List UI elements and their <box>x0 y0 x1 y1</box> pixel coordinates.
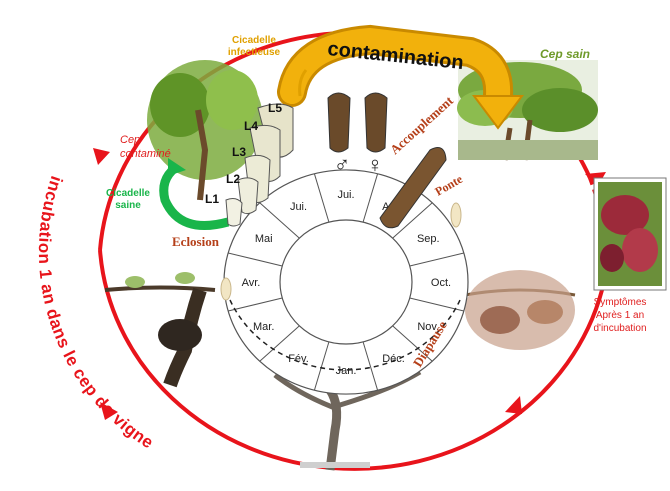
month-label: Avr. <box>242 277 261 289</box>
contamination-arrow <box>277 24 524 130</box>
eclosion-label: Eclosion <box>172 234 220 249</box>
cicadelle-saine-label-line1: Cicadelle <box>106 188 150 199</box>
adult-ponte-icon <box>379 147 447 229</box>
month-divider <box>362 341 379 391</box>
month-label: Jui. <box>337 189 354 201</box>
incubation-label: incubation 1 an dans le cep de vigne <box>35 174 157 453</box>
month-label: Jui. <box>290 201 307 213</box>
cep-sain-image <box>457 60 598 161</box>
month-label: Jan. <box>336 365 357 377</box>
larva-l1-icon <box>225 198 243 227</box>
incubation-label-path: incubation 1 an dans le cep de vigne <box>35 174 157 453</box>
cep-sain-label: Cep sain <box>540 47 590 61</box>
male-symbol: ♂ <box>334 152 351 177</box>
month-divider <box>362 173 379 223</box>
cicadelle-infectieuse-label-line1: Cicadelle <box>232 35 276 46</box>
larval-stage-label: L2 <box>226 172 240 186</box>
month-label: Fév. <box>288 353 309 365</box>
cycle-arrowhead-bottom-right <box>505 396 522 414</box>
month-divider <box>313 341 330 391</box>
accouplement-label: Accouplement <box>387 92 457 157</box>
month-divider <box>259 202 300 239</box>
symptomes-label-line1: Symptômes <box>594 297 647 308</box>
ponte-label: Ponte <box>433 171 466 198</box>
larval-stage-label: L3 <box>232 145 246 159</box>
month-divider <box>392 202 433 239</box>
cicadelle-saine-arrow <box>159 164 230 230</box>
larval-stage-label: L5 <box>268 101 282 115</box>
month-divider <box>259 325 300 362</box>
larval-stages <box>225 103 294 227</box>
cicadelle-saine-label-line2: saine <box>115 200 141 211</box>
diapause-dashed-arrow <box>229 299 461 371</box>
month-label: Nov. <box>417 321 439 333</box>
cep-contamine-label-line1: Cep <box>120 134 140 146</box>
egg-icon <box>450 202 462 228</box>
month-divider <box>313 173 330 223</box>
female-symbol: ♀ <box>367 152 384 177</box>
month-label: Oct. <box>431 277 451 289</box>
larva-l2-icon <box>237 177 259 215</box>
symptomes-label-line3: d'incubation <box>593 323 646 334</box>
symptomes-photo <box>593 177 667 291</box>
diapause-vine-image <box>464 270 576 350</box>
cicadelle-saine-arrowhead <box>168 158 186 176</box>
month-divider <box>228 252 283 267</box>
month-label: Déc. <box>382 353 405 365</box>
larval-stage-label: L4 <box>244 119 258 133</box>
month-label: Mar. <box>253 321 274 333</box>
cycle-arrowhead-left <box>93 148 110 165</box>
dormant-vine-left-image <box>104 272 216 388</box>
cep-contamine-image <box>147 60 263 201</box>
adult-female-icon <box>364 92 388 153</box>
month-label: Sep. <box>417 233 440 245</box>
month-divider <box>228 297 283 312</box>
cep-contamine-label-line2: contaminé <box>120 148 171 160</box>
cycle-arrowhead-bottom-left <box>100 402 118 420</box>
adult-male-icon <box>327 92 351 153</box>
month-wheel: Jan.Fév.Mar.Avr.MaiJui.Jui.Aoû.Sep.Oct.N… <box>223 169 469 395</box>
larval-stage-label: L1 <box>205 192 219 206</box>
month-label: Mai <box>255 233 273 245</box>
month-divider <box>392 325 433 362</box>
egg-icon <box>220 277 232 301</box>
adult-cicadelles <box>327 92 447 229</box>
cicadelle-infectieuse-label-line2: infectieuse <box>228 47 281 58</box>
symptomes-label-line2: Après 1 an <box>596 310 644 321</box>
month-divider <box>409 252 464 267</box>
